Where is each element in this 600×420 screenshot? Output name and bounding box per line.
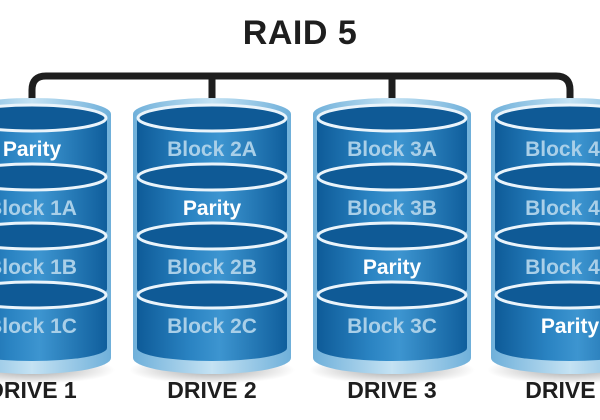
platter-top bbox=[316, 103, 468, 133]
platter-top bbox=[316, 280, 468, 310]
platter-top bbox=[494, 280, 600, 310]
platter-top bbox=[0, 162, 108, 192]
drive: Block 4A Block 4B Block 4C Parity bbox=[487, 98, 600, 384]
block-label: Block 1B bbox=[0, 256, 77, 279]
connector-bus bbox=[28, 72, 574, 122]
block-label: Block 1A bbox=[0, 197, 77, 220]
platter-body bbox=[317, 295, 467, 361]
drive-label: DRIVE 2 bbox=[167, 377, 257, 403]
bus-line bbox=[28, 72, 574, 122]
parity-label: Parity bbox=[183, 197, 242, 220]
platter-top bbox=[316, 162, 468, 192]
block-label: Block 3B bbox=[347, 197, 437, 220]
platter-body bbox=[137, 295, 287, 361]
block-label: Block 4B bbox=[525, 197, 600, 220]
block-label: Block 2B bbox=[167, 256, 257, 279]
platter-top bbox=[136, 280, 288, 310]
platter: Block 2C bbox=[136, 280, 288, 361]
diagram-title: RAID 5 bbox=[242, 14, 358, 52]
platter-top bbox=[316, 221, 468, 251]
block-label: Block 2C bbox=[167, 315, 257, 338]
platter-top bbox=[136, 221, 288, 251]
platter-top bbox=[0, 103, 108, 133]
platter: Block 3C bbox=[316, 280, 468, 361]
block-label: Block 4C bbox=[525, 256, 600, 279]
drive-label: DRIVE 4 bbox=[525, 377, 600, 403]
block-label: Block 2A bbox=[167, 138, 257, 161]
platter-top bbox=[0, 280, 108, 310]
platter-top bbox=[136, 103, 288, 133]
platter: Parity bbox=[494, 280, 600, 361]
block-label: Block 3C bbox=[347, 315, 437, 338]
platter-top bbox=[494, 221, 600, 251]
parity-label: Parity bbox=[541, 315, 600, 338]
platter-body bbox=[0, 295, 107, 361]
block-label: Block 4A bbox=[525, 138, 600, 161]
platter-top bbox=[136, 162, 288, 192]
platter-top bbox=[494, 103, 600, 133]
parity-label: Parity bbox=[3, 138, 62, 161]
block-label: Block 3A bbox=[347, 138, 437, 161]
block-label: Block 1C bbox=[0, 315, 77, 338]
platter-top bbox=[494, 162, 600, 192]
drive-label: DRIVE 3 bbox=[347, 377, 437, 403]
platter-body bbox=[495, 295, 600, 361]
drive-label: DRIVE 1 bbox=[0, 377, 77, 403]
platter: Block 1C bbox=[0, 280, 108, 361]
platter-top bbox=[0, 221, 108, 251]
parity-label: Parity bbox=[363, 256, 422, 279]
